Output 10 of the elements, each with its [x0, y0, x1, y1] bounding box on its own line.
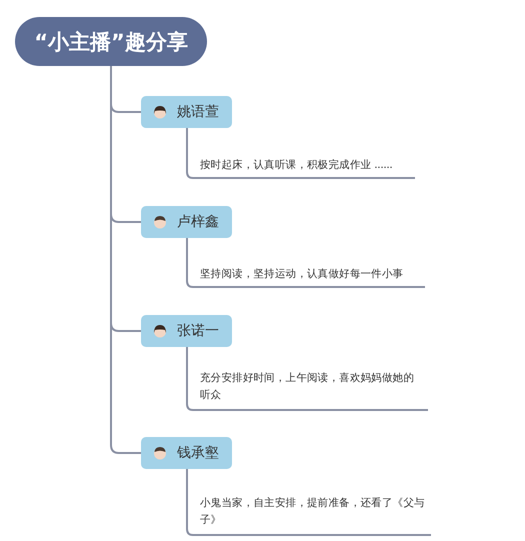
note-text: 充分安排好时间，上午阅读，喜欢妈妈做她的听众: [193, 370, 428, 411]
connector-line: [110, 66, 141, 454]
note-text: 按时起床，认真听课，积极完成作业 ......: [193, 157, 415, 179]
note-text: 小鬼当家，自主安排，提前准备，还看了《父与子》: [193, 495, 431, 536]
topic-pill: “小主播”趣分享: [15, 17, 207, 66]
name-box: 张诺一: [141, 315, 232, 347]
note-text: 坚持阅读，坚持运动，认真做好每一件小事: [193, 266, 425, 288]
name-box: 姚语萱: [141, 96, 232, 128]
name-box: 卢梓鑫: [141, 206, 232, 238]
name-box: 钱承壑: [141, 437, 232, 469]
